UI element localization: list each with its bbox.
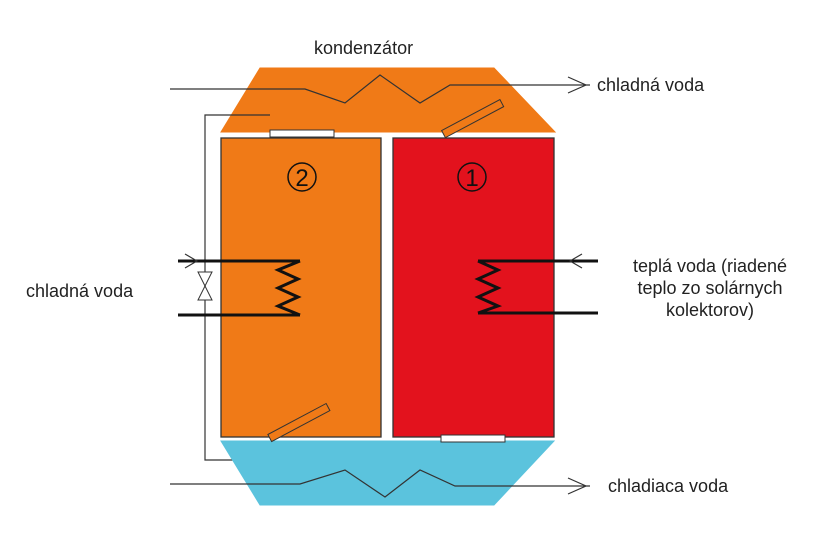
warm-water-label-line2: teplo zo solárnych [637,278,783,298]
condenser-body [220,67,557,133]
svg-text:2: 2 [295,165,308,192]
condenser-valve-1 [440,98,505,139]
cold-water-inlet-arrow-icon [184,253,199,269]
condenser-label: kondenzátor [314,38,414,58]
cooling-water-label: chladiaca voda [608,476,729,496]
evaporator-valve-2 [267,402,331,443]
chamber-2-heat-exchanger [178,259,302,317]
chamber-2 [220,137,382,438]
cooling-water-outlet-arrow-icon [567,477,588,495]
warm-water-inlet-arrow-icon [568,253,583,269]
warm-water-label-line1: teplá voda (riadené [632,256,788,276]
svg-text:1: 1 [465,165,478,192]
chamber-1-number: 1 [457,162,487,192]
evaporator-valve-1 [440,434,506,443]
chamber-1 [392,137,555,438]
bypass-valve-icon [197,271,213,301]
chamber-2-number: 2 [287,162,317,192]
cold-water-inlet-label: chladná voda [26,281,134,301]
evaporator-coil [170,469,590,498]
warm-water-label: teplá voda (riadené teplo zo solárnych k… [610,255,810,321]
cold-water-outlet-label: chladná voda [597,75,705,95]
condenser-coil [170,74,590,104]
warm-water-label-line3: kolektorov) [665,300,755,320]
condenser-valve-2 [269,129,335,138]
chamber-1-heat-exchanger [474,259,598,315]
condenser-outlet-arrow-icon [567,76,588,94]
